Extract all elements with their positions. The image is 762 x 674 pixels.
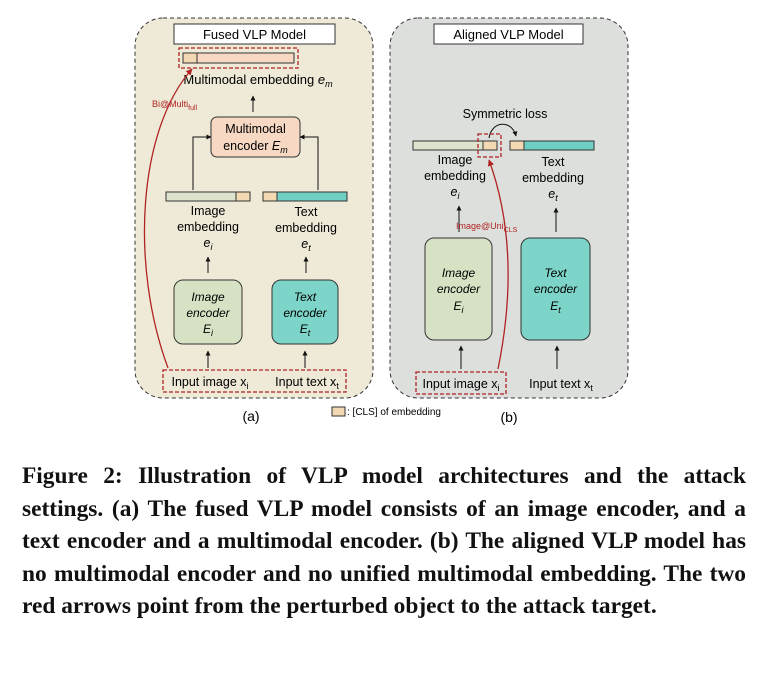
aligned-text-encoder-line2: encoder xyxy=(534,282,578,296)
multimodal-embedding-label: Multimodal embedding em xyxy=(183,72,333,89)
multimodal-embedding-bar xyxy=(196,52,295,64)
aligned-image-cls-token xyxy=(482,140,498,151)
aligned-input-text-label: Input text xt xyxy=(529,377,593,393)
aligned-perturbed-image-box xyxy=(415,371,507,395)
aligned-image-encoder-box xyxy=(424,237,493,341)
multimodal-cls-token xyxy=(182,52,198,64)
perturbed-inputs-box xyxy=(162,369,347,393)
panel-a-title-box xyxy=(173,23,336,45)
image-encoder-line2: encoder xyxy=(186,306,230,320)
text-encoder-symbol: Et xyxy=(300,322,311,338)
aligned-text-encoder-line1: Text xyxy=(544,266,567,280)
multimodal-encoder-line1: Multimodal xyxy=(225,122,285,136)
legend-cls-swatch xyxy=(331,406,346,417)
aligned-image-encoder-symbol: Ei xyxy=(453,299,464,315)
image-embedding-cls-token xyxy=(235,191,251,202)
aligned-text-embedding-symbol: et xyxy=(548,187,558,203)
input-text-label: Input text xt xyxy=(275,375,339,391)
aligned-cls-target xyxy=(477,133,502,158)
attack-label-image-uni: Image@UniCLS xyxy=(456,221,518,234)
multimodal-embedding-target xyxy=(178,47,299,69)
panel-b-background xyxy=(389,17,629,399)
figure-caption: Figure 2: Illustration of VLP model arch… xyxy=(22,463,746,620)
aligned-image-encoder-line1: Image xyxy=(442,266,476,280)
image-embedding-label-line1: Image xyxy=(191,204,226,218)
aligned-input-image-label: Input image xi xyxy=(422,377,499,393)
panel-a-sublabel: (a) xyxy=(242,408,259,424)
text-embedding-label-line1: Text xyxy=(295,205,318,219)
aligned-text-cls-token xyxy=(509,140,525,151)
panel-b-title-box xyxy=(433,23,584,45)
aligned-image-embedding-bar xyxy=(412,140,484,151)
aligned-image-embedding-symbol: ei xyxy=(451,185,461,201)
panel-fused-vlp: Fused VLP Model Multimodal embedding em … xyxy=(134,17,374,399)
text-embedding-bar xyxy=(276,191,348,202)
text-encoder-box xyxy=(271,279,339,345)
arrow-image-emb-to-mm xyxy=(192,134,212,190)
input-image-label: Input image xi xyxy=(171,375,248,391)
text-encoder-line2: encoder xyxy=(283,306,327,320)
aligned-image-encoder-line2: encoder xyxy=(437,282,481,296)
text-embedding-cls-token xyxy=(262,191,278,202)
panel-a-title: Fused VLP Model xyxy=(203,27,306,42)
arrow-text-emb-to-mm xyxy=(299,134,319,190)
attack-label-bi-multi: Bi@Multifull xyxy=(152,99,198,112)
attack-arrow-image-uni xyxy=(487,159,509,370)
panel-b-sublabel: (b) xyxy=(500,409,517,425)
image-embedding-label-line2: embedding xyxy=(177,220,239,234)
image-encoder-symbol: Ei xyxy=(203,322,214,338)
architecture-diagram: Fused VLP Model Multimodal embedding em … xyxy=(134,17,629,425)
aligned-text-encoder-symbol: Et xyxy=(550,299,561,315)
image-embedding-symbol: ei xyxy=(204,236,214,252)
aligned-image-embedding-line1: Image xyxy=(438,153,473,167)
text-embedding-label-line2: embedding xyxy=(275,221,337,235)
image-encoder-box xyxy=(173,279,243,345)
attack-arrow-bi-multi xyxy=(143,68,193,369)
multimodal-encoder-line2: encoder Em xyxy=(223,139,288,155)
legend-text: : [CLS] of embedding xyxy=(347,407,441,418)
image-encoder-line1: Image xyxy=(191,290,225,304)
aligned-text-embedding-bar xyxy=(523,140,595,151)
text-embedding-symbol: et xyxy=(301,237,311,253)
image-embedding-bar xyxy=(165,191,237,202)
panel-b-title: Aligned VLP Model xyxy=(453,27,563,42)
symmetric-loss-label: Symmetric loss xyxy=(463,107,548,121)
aligned-text-embedding-line1: Text xyxy=(542,155,565,169)
aligned-image-embedding-line2: embedding xyxy=(424,169,486,183)
aligned-text-encoder-box xyxy=(520,237,591,341)
text-encoder-line1: Text xyxy=(294,290,317,304)
aligned-text-embedding-line2: embedding xyxy=(522,171,584,185)
panel-aligned-vlp: Aligned VLP Model Symmetric loss Image e… xyxy=(389,17,629,399)
